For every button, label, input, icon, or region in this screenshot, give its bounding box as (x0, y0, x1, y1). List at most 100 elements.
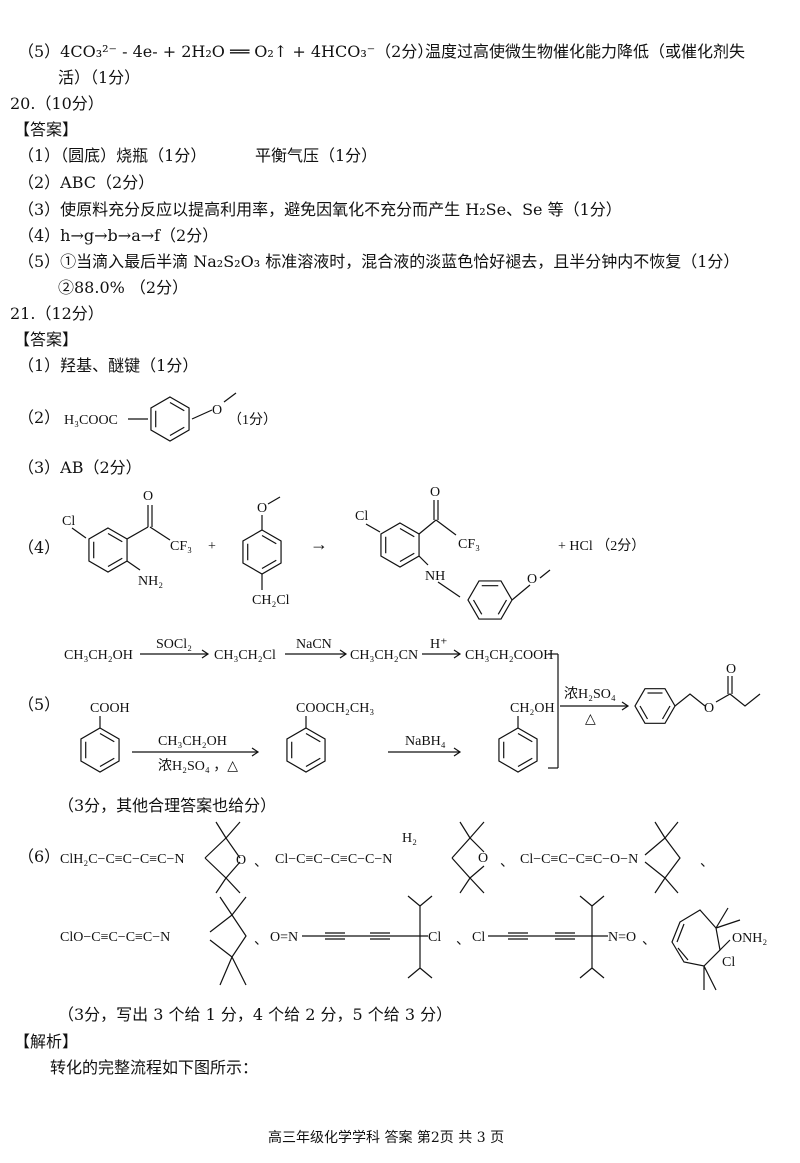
aromatic-double-bond (472, 599, 483, 615)
aromatic-double-bond (99, 732, 115, 743)
reagent-nacn: NaCN (296, 637, 332, 652)
o-label: O (143, 489, 153, 504)
aromatic-double-bond (517, 732, 533, 743)
cf3-label: CF₃ (458, 537, 480, 552)
chloroethane: CH₃CH₂Cl (214, 648, 276, 663)
oxygen-label: O (212, 403, 222, 418)
isomer-6: Cl (472, 930, 485, 945)
o-label: O (430, 485, 440, 500)
q21-part1: （1）羟基、醚键（1分） (18, 356, 199, 375)
aromatic-double-bond (261, 534, 277, 545)
analysis-label: 【解析】 (14, 1032, 79, 1051)
reagent-nabh4: NaBH₄ (405, 734, 446, 749)
plus-sign: + (208, 539, 216, 554)
reactant-ethanol: CH₃CH₂OH (64, 648, 133, 663)
separator: 、 (456, 933, 470, 948)
cl-label: Cl (722, 955, 735, 970)
q20-heading: 20.（10分） (10, 94, 104, 113)
reagent-h-plus: H⁺ (430, 637, 448, 652)
benzene-ring (634, 688, 676, 724)
separator: 、 (254, 855, 268, 870)
propanoic-acid: CH₃CH₂COOH (465, 648, 553, 663)
reagent-h2so4: 浓H₂SO₄ (564, 686, 616, 702)
q20-item-5b: ②88.0% （2分） (58, 278, 189, 297)
nitroso-label: N=O (608, 930, 636, 945)
benzene-ring (286, 727, 326, 773)
aromatic-double-bond (261, 559, 277, 570)
cf3-label: CF₃ (170, 539, 192, 554)
q21-part5-label: （5） (18, 695, 61, 714)
separator: 、 (700, 855, 714, 870)
o-label: O (726, 662, 736, 677)
synthesis-route: CH₃CH₂OH SOCl₂ CH₃CH₂Cl NaCN CH₃CH₂CN H⁺… (64, 637, 761, 774)
q21-part6-note: （3分，写出 3 个给 1 分，4 个给 2 分，5 个给 3 分） (58, 1005, 453, 1024)
benzyl-alcohol-label: CH₂OH (510, 701, 555, 716)
aromatic-double-bond (399, 527, 415, 538)
benzene-ring (80, 727, 120, 773)
isomer-5: O=N (270, 930, 298, 945)
q19-part5-reason: 温度过高使微生物催化能力降低（或催化剂失 (425, 42, 746, 61)
isomer-1: ClH₂C−C≡C−C≡C−N (60, 852, 185, 867)
h2-label: H₂ (402, 831, 417, 846)
benzoic-acid-label: COOH (90, 701, 130, 716)
reagent-h2so4-heat: 浓H₂SO₄ ，△ (158, 758, 238, 774)
o-label: O (257, 501, 267, 516)
aromatic-double-bond (169, 401, 185, 412)
nh2-label: NH₂ (138, 574, 163, 589)
q19-part5-reason-cont: 活）（1分） (58, 68, 141, 87)
benzene-ring (467, 580, 513, 620)
benzene-ring (498, 727, 538, 773)
analysis-text: 转化的完整流程如下图所示： (50, 1058, 259, 1077)
cl-label: Cl (355, 509, 368, 524)
separator: 、 (642, 933, 656, 948)
page-footer: 高三年级化学学科 答案 第2页 共 3 页 (268, 1130, 505, 1146)
o-label: O (236, 853, 246, 868)
q19-part5-equation: （5）4CO₃²⁻ - 4e- + 2H₂O ══ O₂↑ + 4HCO₃⁻（2… (18, 42, 434, 61)
reaction-arrow: → (310, 534, 328, 554)
aromatic-double-bond (305, 757, 321, 768)
benzene-ring (242, 529, 282, 575)
structure-part2: H₃COOC O （1分） (64, 392, 277, 442)
q21-part2-label: （2） (18, 408, 61, 427)
q21-answer-label: 【答案】 (14, 330, 79, 349)
q20-item-2: （2）ABC（2分） (18, 173, 155, 192)
score-label: （1分） (228, 412, 277, 428)
ethyl-benzoate-label: COOCH₂CH₃ (296, 701, 374, 716)
aromatic-double-bond (497, 599, 508, 615)
aromatic-double-bond (107, 557, 123, 568)
q21-part6-label: （6） (18, 847, 61, 866)
aromatic-double-bond (169, 426, 185, 437)
q20-answer-label: 【答案】 (14, 120, 79, 139)
o-label: O (527, 572, 537, 587)
propanenitrile: CH₃CH₂CN (350, 648, 418, 663)
q20-item-4: （4）h→g→b→a→f（2分） (18, 226, 219, 245)
isomer-3: Cl−C≡C−C≡C−O−N (520, 852, 638, 867)
ch2cl-label: CH₂Cl (252, 593, 290, 608)
aromatic-double-bond (517, 757, 533, 768)
aromatic-double-bond (107, 532, 123, 543)
q21-part3: （3）AB（2分） (18, 458, 142, 477)
reagent-socl2: SOCl₂ (156, 637, 192, 652)
o-label: O (478, 851, 488, 866)
q21-part4-label: （4） (18, 538, 61, 557)
aromatic-double-bond (399, 552, 415, 563)
isomer-4: ClO−C≡C−C≡C−N (60, 930, 170, 945)
aromatic-double-bond (661, 705, 671, 720)
o-label: O (704, 701, 714, 716)
q20-item-1b: 平衡气压（1分） (255, 146, 378, 165)
heat-symbol: △ (585, 712, 596, 727)
aromatic-double-bond (305, 732, 321, 743)
benzene-ring (88, 527, 128, 573)
isomer-2: Cl−C≡C−C≡C−C−N (275, 852, 392, 867)
isomers-part6: ClH₂C−C≡C−C≡C−N O 、 Cl−C≡C−C≡C−C−N H₂ O … (60, 821, 767, 991)
q20-item-1: （1）（圆底）烧瓶（1分） (18, 146, 207, 165)
hcl-score: + HCl （2分） (558, 538, 645, 554)
aromatic-double-bond (99, 757, 115, 768)
aromatic-double-bond (639, 705, 649, 720)
cl-label: Cl (62, 514, 75, 529)
q20-item-3: （3）使原料充分反应以提高利用率，避免因氧化不充分而产生 H₂Se、Se 等（1… (18, 200, 622, 219)
ester-group-label: H₃COOC (64, 413, 118, 428)
q20-item-5: （5）①当滴入最后半滴 Na₂S₂O₃ 标准溶液时，混合液的淡蓝色恰好褪去，且半… (18, 252, 740, 271)
